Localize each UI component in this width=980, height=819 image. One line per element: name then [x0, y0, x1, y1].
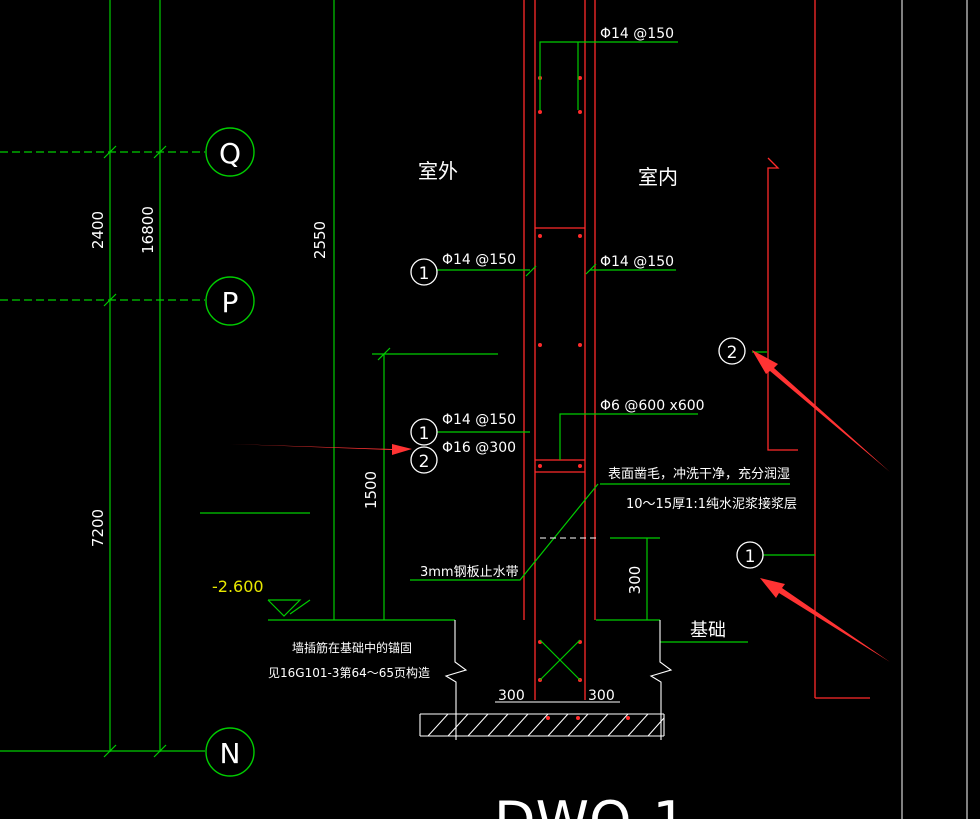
rebar-inner1-label: Φ14 @150	[600, 254, 674, 270]
dim-7200: 7200	[89, 509, 107, 547]
grid-axis-markers	[205, 127, 255, 777]
break-lines	[419, 620, 673, 740]
rebar-tie-label: Φ6 @600 x600	[600, 398, 705, 414]
dimension-lines	[0, 0, 498, 758]
axis-q-label: Q	[219, 137, 241, 170]
marker-2-lower: 2	[419, 452, 430, 472]
surface-note-line2: 10～15厚1:1纯水泥浆接浆层	[626, 496, 797, 512]
axis-n-bubble	[205, 727, 255, 777]
annotation-arrows	[230, 350, 890, 662]
rebar-top-label: Φ14 @150	[600, 26, 674, 42]
rebar-outer3-label: Φ16 @300	[442, 440, 516, 456]
dim-16800: 16800	[139, 206, 157, 254]
marker-1-right: 1	[745, 547, 756, 567]
dim-300-vertical: 300	[626, 566, 644, 595]
outdoor-label: 室外	[418, 159, 458, 183]
axis-p-bubble	[205, 276, 255, 326]
arrow-upper-right-icon	[752, 350, 890, 472]
arrow-left-icon	[230, 444, 412, 455]
elevation-label: -2.600	[212, 577, 264, 596]
rebar-leaders	[410, 41, 815, 681]
waterstop-label: 3mm钢板止水带	[420, 565, 519, 580]
axis-p-label: P	[222, 286, 239, 319]
marker-2-right: 2	[727, 343, 738, 363]
indoor-label: 室内	[638, 165, 678, 189]
foundation-label: 基础	[690, 620, 726, 641]
foundation-hatch	[427, 713, 665, 737]
marker-1-outer: 1	[419, 264, 430, 284]
rebar-outer2-label: Φ14 @150	[442, 412, 516, 428]
dim-300-right: 300	[588, 688, 615, 704]
dim-2400: 2400	[89, 211, 107, 249]
dim-2550: 2550	[311, 221, 329, 259]
rebar-outer1-label: Φ14 @150	[442, 252, 516, 268]
axis-q-bubble	[205, 127, 255, 177]
detail-markers	[410, 258, 764, 569]
axis-n-label: N	[220, 737, 241, 770]
anchor-note-line2: 见16G101-3第64～65页构造	[268, 665, 430, 680]
drawing-title: DWQ-1	[494, 790, 687, 819]
arrow-lower-right-icon	[760, 578, 890, 662]
surface-note-line1: 表面凿毛，冲洗干净，充分润湿	[608, 466, 790, 482]
dim-1500: 1500	[362, 471, 380, 509]
anchor-note-line1: 墙插筋在基础中的锚固	[292, 640, 412, 655]
dim-300-left: 300	[498, 688, 525, 704]
wall-outline	[523, 0, 870, 700]
marker-1-lower: 1	[419, 424, 430, 444]
